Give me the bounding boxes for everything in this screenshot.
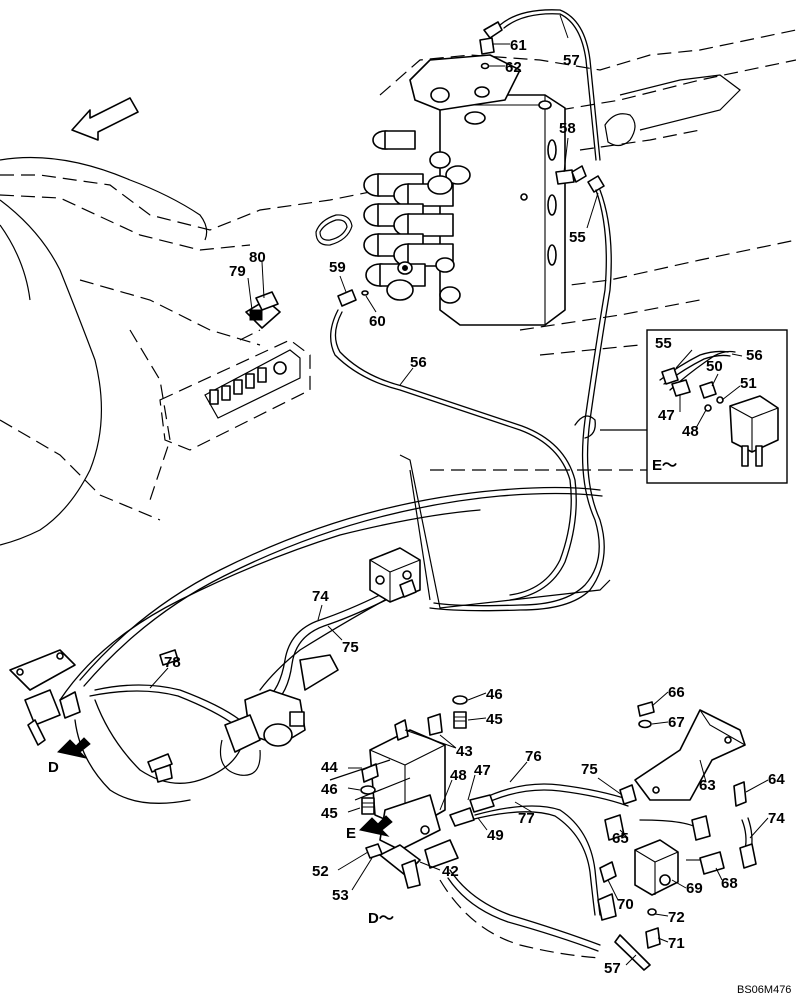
callout-57: 57 [604,960,621,977]
valve-spools [363,130,471,304]
callout-57: 57 [563,52,580,69]
block-valve-upper [369,547,421,603]
callout-71: 71 [668,935,685,952]
callout-48: 48 [450,767,467,784]
callout-46: 46 [321,781,338,798]
callout-46: 46 [486,686,503,703]
sensor-68 [686,851,725,875]
callout-52: 52 [312,863,329,880]
view-arrow-e-icon [358,815,393,837]
callout-56: 56 [410,354,427,371]
callout-42: 42 [442,863,459,880]
view-arrow-d-icon [56,737,91,759]
valve-block-42 [329,713,495,889]
callout-69: 69 [686,880,703,897]
callout-55: 55 [569,229,586,246]
callout-64: 64 [768,771,785,788]
view-label-d: D [48,759,59,776]
callout-53: 53 [332,887,349,904]
callout-43: 43 [456,743,473,760]
detail-label-e: E～ [652,457,677,474]
frame-outlines [0,29,796,609]
callout-47: 47 [658,407,675,424]
callout-51: 51 [740,375,757,392]
part-callouts: 61 57 62 58 55 80 79 59 60 56 74 75 78 4… [164,37,785,977]
bracket-63 [634,709,746,801]
clamp-fittings [147,649,179,783]
bracket-left-d [9,649,81,746]
direction-arrow-icon [71,97,139,141]
callout-77: 77 [518,810,535,827]
fitting-70 [597,861,617,921]
callout-75: 75 [581,761,598,778]
bolt-66 [637,701,655,729]
callout-75: 75 [342,639,359,656]
fitting-71-72 [645,908,661,949]
callout-45: 45 [486,711,503,728]
callout-56: 56 [746,347,763,364]
view-label-e: E [346,825,356,842]
bolt-46-45-lower [360,785,376,815]
callout-66: 66 [668,684,685,701]
hose-end-55 [587,175,605,193]
hose-fittings-75-77 [604,784,757,869]
pipe-57-bottom [614,934,651,971]
detail-e-inset [646,329,788,484]
callout-61: 61 [510,37,527,54]
bolt-46-45-upper [452,695,468,729]
bolt-64 [733,781,747,807]
callout-62: 62 [505,59,522,76]
nut-52 [365,843,383,859]
callout-47: 47 [474,762,491,779]
drawing-number: BS06M476 [737,984,791,996]
view-labels: D E E～ D～ [48,457,677,927]
callout-78: 78 [164,654,181,671]
callout-74: 74 [312,588,329,605]
block-69 [634,839,679,896]
callout-45: 45 [321,805,338,822]
callout-50: 50 [706,358,723,375]
callout-44: 44 [321,759,338,776]
detail-label-d: D～ [368,910,394,927]
callout-65: 65 [612,830,629,847]
callout-79: 79 [229,263,246,280]
callout-80: 80 [249,249,266,266]
callout-76: 76 [525,748,542,765]
callout-63: 63 [699,777,716,794]
callout-49: 49 [487,827,504,844]
o-ring-62 [480,62,490,70]
callout-55: 55 [655,335,672,352]
fitting-59 [337,289,357,307]
callout-48: 48 [682,423,699,440]
elbow-58 [555,165,587,185]
leader-lines [149,14,769,966]
callout-60: 60 [369,313,386,330]
pressure-switch-79-80 [245,291,281,329]
switch-panel [159,329,311,451]
control-valve [363,54,566,326]
o-ring-60 [361,290,369,296]
callout-58: 58 [559,120,576,137]
callout-74: 74 [768,810,785,827]
callout-72: 72 [668,909,685,926]
callout-59: 59 [329,259,346,276]
callout-67: 67 [668,714,685,731]
fitting-61 [479,21,503,55]
callout-68: 68 [721,875,738,892]
callout-70: 70 [617,896,634,913]
solenoid-assembly-left [219,654,339,776]
